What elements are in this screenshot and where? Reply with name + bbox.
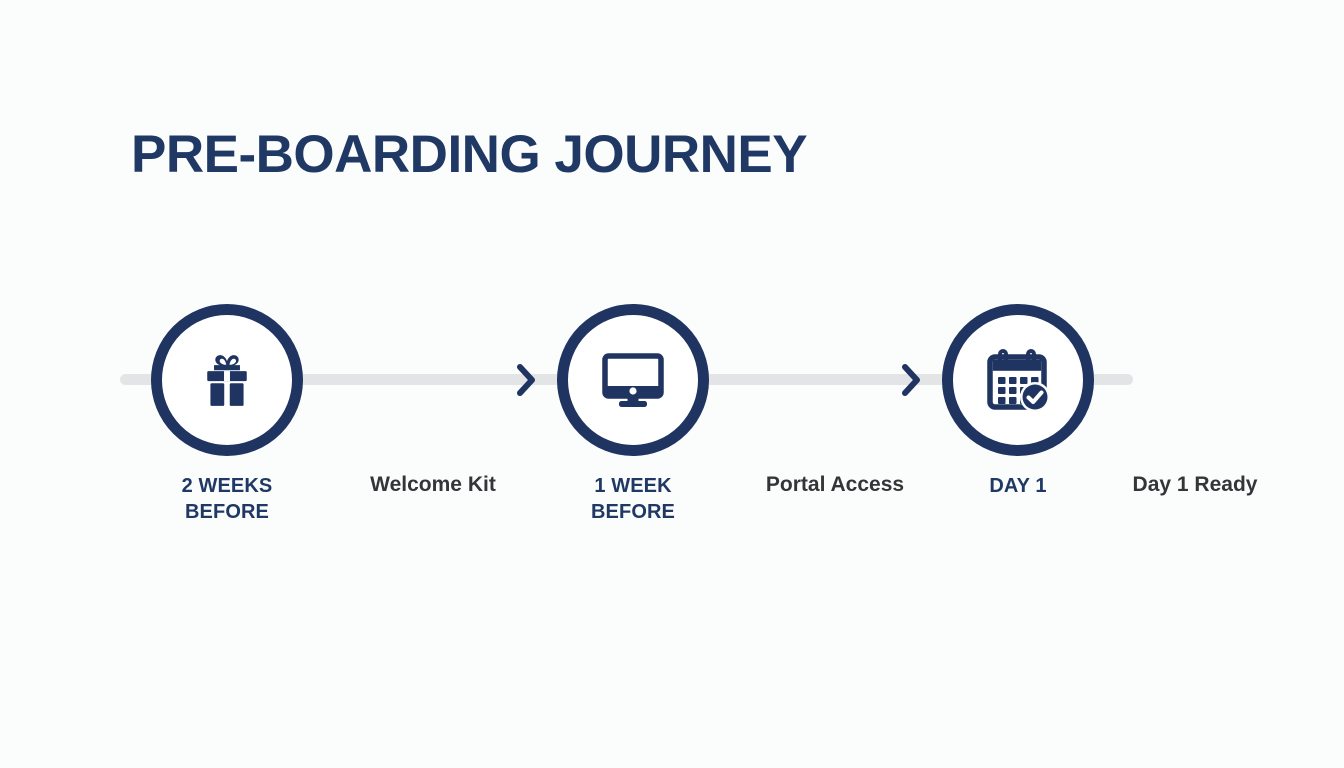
description-label-1: Welcome Kit (370, 473, 496, 496)
description-label-3: Day 1 Ready (1132, 473, 1258, 496)
stage-label-1-line1: 2 WEEKS (181, 475, 273, 497)
stage-label-2: 1 WEEK BEFORE (533, 473, 733, 526)
stage-label-2-line2: BEFORE (591, 501, 675, 524)
stage-label-3-line1: DAY 1 (989, 475, 1047, 497)
timeline-node-2[interactable] (557, 304, 709, 456)
stage-label-3: DAY 1 (918, 473, 1118, 499)
page-title: PRE-BOARDING JOURNEY (131, 125, 808, 184)
gift-icon (193, 346, 261, 414)
description-label-2: Portal Access (765, 473, 905, 496)
calendar-check-icon (983, 346, 1053, 414)
monitor-icon (598, 348, 668, 412)
chevron-right-icon (899, 362, 923, 398)
stage-label-1: 2 WEEKS BEFORE (127, 473, 327, 526)
timeline-node-3[interactable] (942, 304, 1094, 456)
chevron-right-icon (514, 362, 538, 398)
stage-label-2-line1: 1 WEEK (594, 475, 672, 497)
timeline-node-1[interactable] (151, 304, 303, 456)
stage-label-1-line2: BEFORE (185, 501, 269, 524)
